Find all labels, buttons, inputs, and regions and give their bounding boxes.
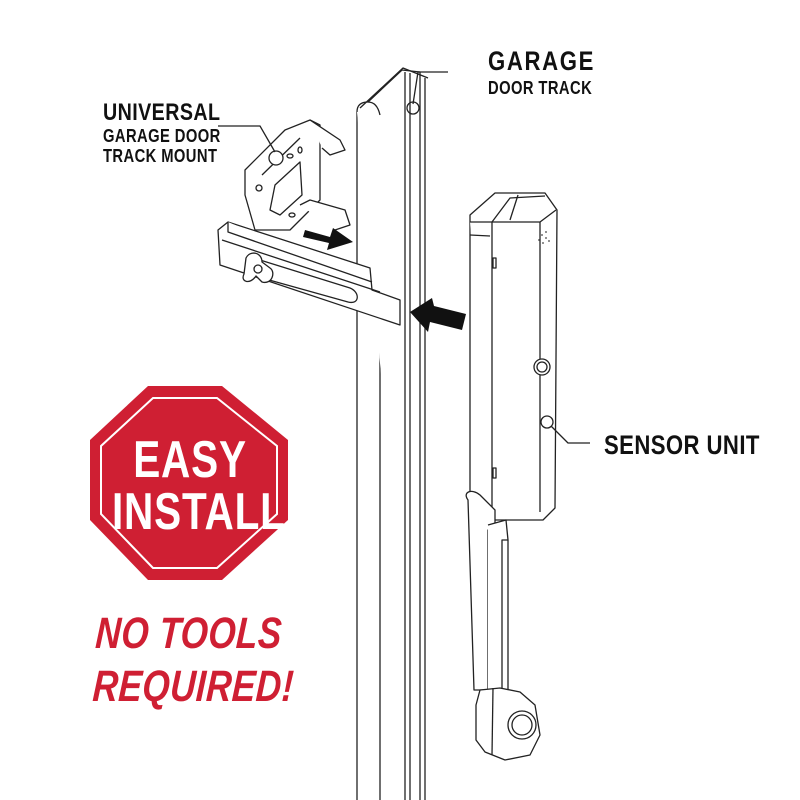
sensor-label: SENSOR UNIT (604, 432, 760, 459)
mount-label-line3: TRACK MOUNT (103, 146, 218, 166)
track-mount-bracket (217, 119, 401, 326)
tagline-line2: REQUIRED! (91, 662, 296, 711)
arrow-right-icon (303, 228, 353, 250)
sign-text-line2: INSTALL (112, 483, 286, 541)
easy-install-sign (90, 386, 288, 580)
track-label-line1: GARAGE (488, 46, 596, 76)
garage-door-track (356, 67, 429, 800)
mount-label-line1: UNIVERSAL (103, 99, 221, 126)
sensor-unit (465, 192, 558, 761)
sensor-label-line1: SENSOR UNIT (604, 430, 760, 460)
track-label-line2: DOOR TRACK (488, 78, 593, 98)
leader-lines (218, 71, 590, 444)
track-label: GARAGE DOOR TRACK (488, 46, 596, 98)
mount-label-line2: GARAGE DOOR (103, 126, 221, 146)
mount-label: UNIVERSAL GARAGE DOOR TRACK MOUNT (103, 99, 221, 166)
arrow-left-icon (410, 298, 466, 332)
sign-text-line1: EASY (133, 431, 247, 489)
tagline-line1: NO TOOLS (94, 609, 284, 658)
